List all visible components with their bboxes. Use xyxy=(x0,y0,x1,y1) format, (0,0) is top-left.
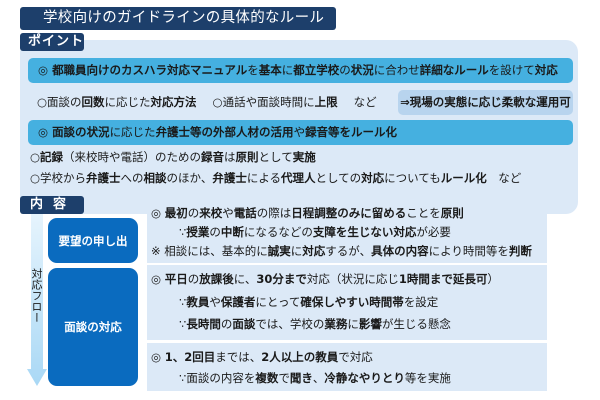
flexible-operation-note: ⇒現場の実態に応じ柔軟な運用可 xyxy=(398,90,573,115)
step-request: 要望の申し出 xyxy=(48,218,138,263)
point-section-tag: ポイント xyxy=(20,33,84,51)
detail-line: ∵授業の中断になるなどの支障を生じない対応が必要 xyxy=(179,225,451,239)
meeting-staff-panel: ◎ 1、2回目までは、2人以上の教員で対応 ∵面談の内容を複数で聞き、冷静なやり… xyxy=(147,343,547,391)
detail-line: ∵教員や保護者にとって確保しやすい時間帯を設定 xyxy=(179,295,439,309)
step-meeting: 面談の対応 xyxy=(48,268,138,386)
point-row-recording: ○記録（来校時や電話）のための録音は原則として実施 xyxy=(30,150,316,164)
detail-line: ◎ 最初の来校や電話の際は日程調整のみに留めることを原則 xyxy=(151,206,464,220)
meeting-hours-panel: ◎ 平日の放課後に、30分まで対応（状況に応じ1時間まで延長可） ∵教員や保護者… xyxy=(147,265,547,340)
request-details-panel: ◎ 最初の来校や電話の際は日程調整のみに留めることを原則 ∵授業の中断になるなど… xyxy=(147,201,547,263)
double-circle-icon: ◎ xyxy=(38,125,49,139)
page-title: 学校向けのガイドラインの具体的なルール xyxy=(20,7,336,30)
detail-line: ※ 相談には、基本的に誠実に対応するが、具体の内容により時間等を判断 xyxy=(151,244,532,258)
double-circle-icon: ◎ xyxy=(38,63,49,77)
detail-line: ◎ 平日の放課後に、30分まで対応（状況に応じ1時間まで延長可） xyxy=(151,272,499,286)
point-row-rules: ○面談の回数に応じた対応方法○通話や面談時間に上限など xyxy=(37,95,377,109)
detail-line: ∵面談の内容を複数で聞き、冷静なやりとり等を実施 xyxy=(179,371,451,385)
detail-line: ◎ 1、2回目までは、2人以上の教員で対応 xyxy=(151,350,373,364)
flow-arrow-icon xyxy=(27,214,47,386)
content-section-tag: 内容 xyxy=(20,196,84,214)
point-row-lawyer: ◎ 面談の状況に応じた弁護士等の外部人材の活用や録音等をルール化 xyxy=(28,120,573,145)
point-row-consultation: ○学校から弁護士への相談のほか、弁護士による代理人としての対応についてもルール化… xyxy=(30,171,522,185)
flow-label: 対応フロー xyxy=(30,268,43,323)
detail-line: ∵長時間の面談では、学校の業務に影響が生じる懸念 xyxy=(179,317,451,331)
point-row-manual: ◎ 都職員向けのカスハラ対応マニュアルを基本に都立学校の状況に合わせ詳細なルール… xyxy=(28,58,573,83)
